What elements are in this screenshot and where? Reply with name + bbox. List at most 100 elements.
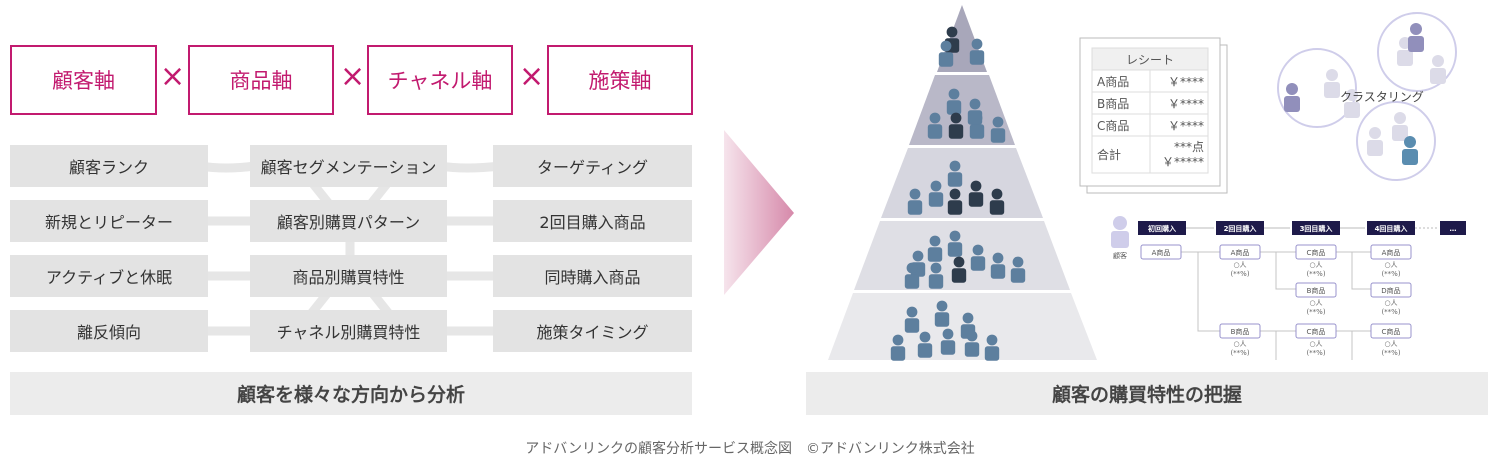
count-label: ○人	[1384, 299, 1397, 307]
person-icon	[1430, 55, 1446, 84]
receipt-title: レシート	[1126, 53, 1174, 67]
stage-header-label: …	[1450, 225, 1457, 233]
count-label: ○人	[1309, 340, 1322, 348]
product-node	[1295, 323, 1337, 339]
receipt-total-count: ***点	[1174, 140, 1204, 154]
count-label: ○人	[1384, 340, 1397, 348]
customer-label: 顧客	[1113, 251, 1127, 260]
product-label: B商品	[1307, 286, 1326, 295]
receipt-total-label: 合計	[1097, 147, 1121, 162]
product-node	[1219, 323, 1261, 339]
person-icon	[904, 262, 920, 289]
receipt-price: ￥****	[1168, 75, 1204, 89]
product-label: B商品	[1231, 327, 1250, 336]
clustering-label: クラスタリング	[1340, 90, 1424, 104]
analysis-cell-right: 施策タイミング	[493, 310, 692, 352]
stage-header-label: 3回目購入	[1300, 224, 1333, 233]
person-icon	[1402, 136, 1418, 165]
receipt-total-price: ￥*****	[1162, 155, 1204, 169]
figure-caption: アドバンリンクの顧客分析サービス概念図 ©アドバンリンク株式会社	[525, 441, 975, 457]
person-icon	[1324, 69, 1340, 98]
pct-label: (**%)	[1230, 270, 1249, 278]
axis-channel: チャネル軸	[367, 45, 513, 115]
analysis-cell-right: ターゲティング	[493, 145, 692, 187]
person-icon	[967, 98, 983, 125]
person-icon	[1344, 89, 1360, 118]
right-summary-bar: 顧客の購買特性の把握	[806, 372, 1488, 415]
product-node	[1295, 244, 1337, 260]
pct-label: (**%)	[1306, 349, 1325, 357]
person-icon	[904, 306, 920, 333]
person-icon	[890, 334, 906, 361]
product-node	[1219, 244, 1261, 260]
analysis-cell-left: 新規とリピーター	[10, 200, 208, 242]
analysis-cell-left: 離反傾向	[10, 310, 208, 352]
person-icon	[1367, 127, 1383, 156]
count-label: ○人	[1233, 261, 1246, 269]
person-icon	[948, 112, 964, 139]
product-label: A商品	[1152, 248, 1171, 257]
pct-label: (**%)	[1381, 270, 1400, 278]
analysis-cell-middle: 顧客別購買パターン	[250, 200, 447, 242]
person-icon	[984, 334, 1000, 361]
analysis-cell-left: 顧客ランク	[10, 145, 208, 187]
receipt: レシート A商品 ￥**** B商品 ￥**** C商品 ￥**** 合計 **…	[1079, 37, 1228, 194]
count-label: ○人	[1309, 261, 1322, 269]
stage-header	[1440, 221, 1466, 235]
left-summary-bar: 顧客を様々な方向から分析	[10, 372, 692, 415]
person-icon	[990, 252, 1006, 279]
product-node	[1140, 244, 1182, 260]
count-label: ○人	[1309, 299, 1322, 307]
product-label: A商品	[1382, 248, 1401, 257]
stage-header-label: 4回目購入	[1375, 224, 1408, 233]
analysis-cell-middle: 商品別購買特性	[250, 255, 447, 297]
product-node	[1370, 323, 1412, 339]
stage-header	[1138, 221, 1186, 235]
product-node	[1295, 282, 1337, 298]
analysis-cell-right: 2回目購入商品	[493, 200, 692, 242]
times-symbol: ×	[340, 59, 366, 94]
product-label: C商品	[1307, 248, 1326, 257]
person-icon	[968, 180, 984, 207]
receipt-item: A商品	[1097, 74, 1129, 89]
customer-pyramid	[828, 5, 1097, 361]
analysis-cell-right: 同時購入商品	[493, 255, 692, 297]
analysis-cell-middle: チャネル別購買特性	[250, 310, 447, 352]
person-icon	[928, 180, 944, 207]
times-symbol: ×	[519, 59, 545, 94]
receipt-price: ￥****	[1168, 97, 1204, 111]
product-label: A商品	[1231, 248, 1250, 257]
clustering-illustration: クラスタリング	[1277, 12, 1457, 181]
person-icon	[990, 116, 1006, 143]
person-icon	[946, 88, 962, 115]
stage-header-label: 2回目購入	[1224, 224, 1257, 233]
product-node	[1370, 244, 1412, 260]
product-label: C商品	[1307, 327, 1326, 336]
person-icon	[917, 331, 933, 358]
pct-label: (**%)	[1381, 308, 1400, 316]
product-label: D商品	[1381, 286, 1400, 295]
person-icon	[989, 188, 1005, 215]
product-node	[1370, 282, 1412, 298]
person-icon	[934, 300, 950, 327]
receipt-price: ￥****	[1168, 119, 1204, 133]
axis-customer: 顧客軸	[10, 45, 157, 115]
person-icon	[907, 188, 923, 215]
pct-label: (**%)	[1381, 349, 1400, 357]
person-icon	[1392, 112, 1408, 141]
person-icon	[1010, 256, 1026, 283]
person-icon	[964, 330, 980, 357]
axis-product: 商品軸	[188, 45, 334, 115]
axis-measure: 施策軸	[547, 45, 693, 115]
person-icon	[970, 244, 986, 271]
receipt-item: C商品	[1097, 118, 1129, 133]
product-label: C商品	[1382, 327, 1401, 336]
stage-header	[1292, 221, 1340, 235]
person-icon	[940, 328, 956, 355]
receipt-item: B商品	[1097, 96, 1129, 111]
person-icon	[928, 262, 944, 289]
person-icon	[927, 235, 943, 262]
pct-label: (**%)	[1306, 308, 1325, 316]
